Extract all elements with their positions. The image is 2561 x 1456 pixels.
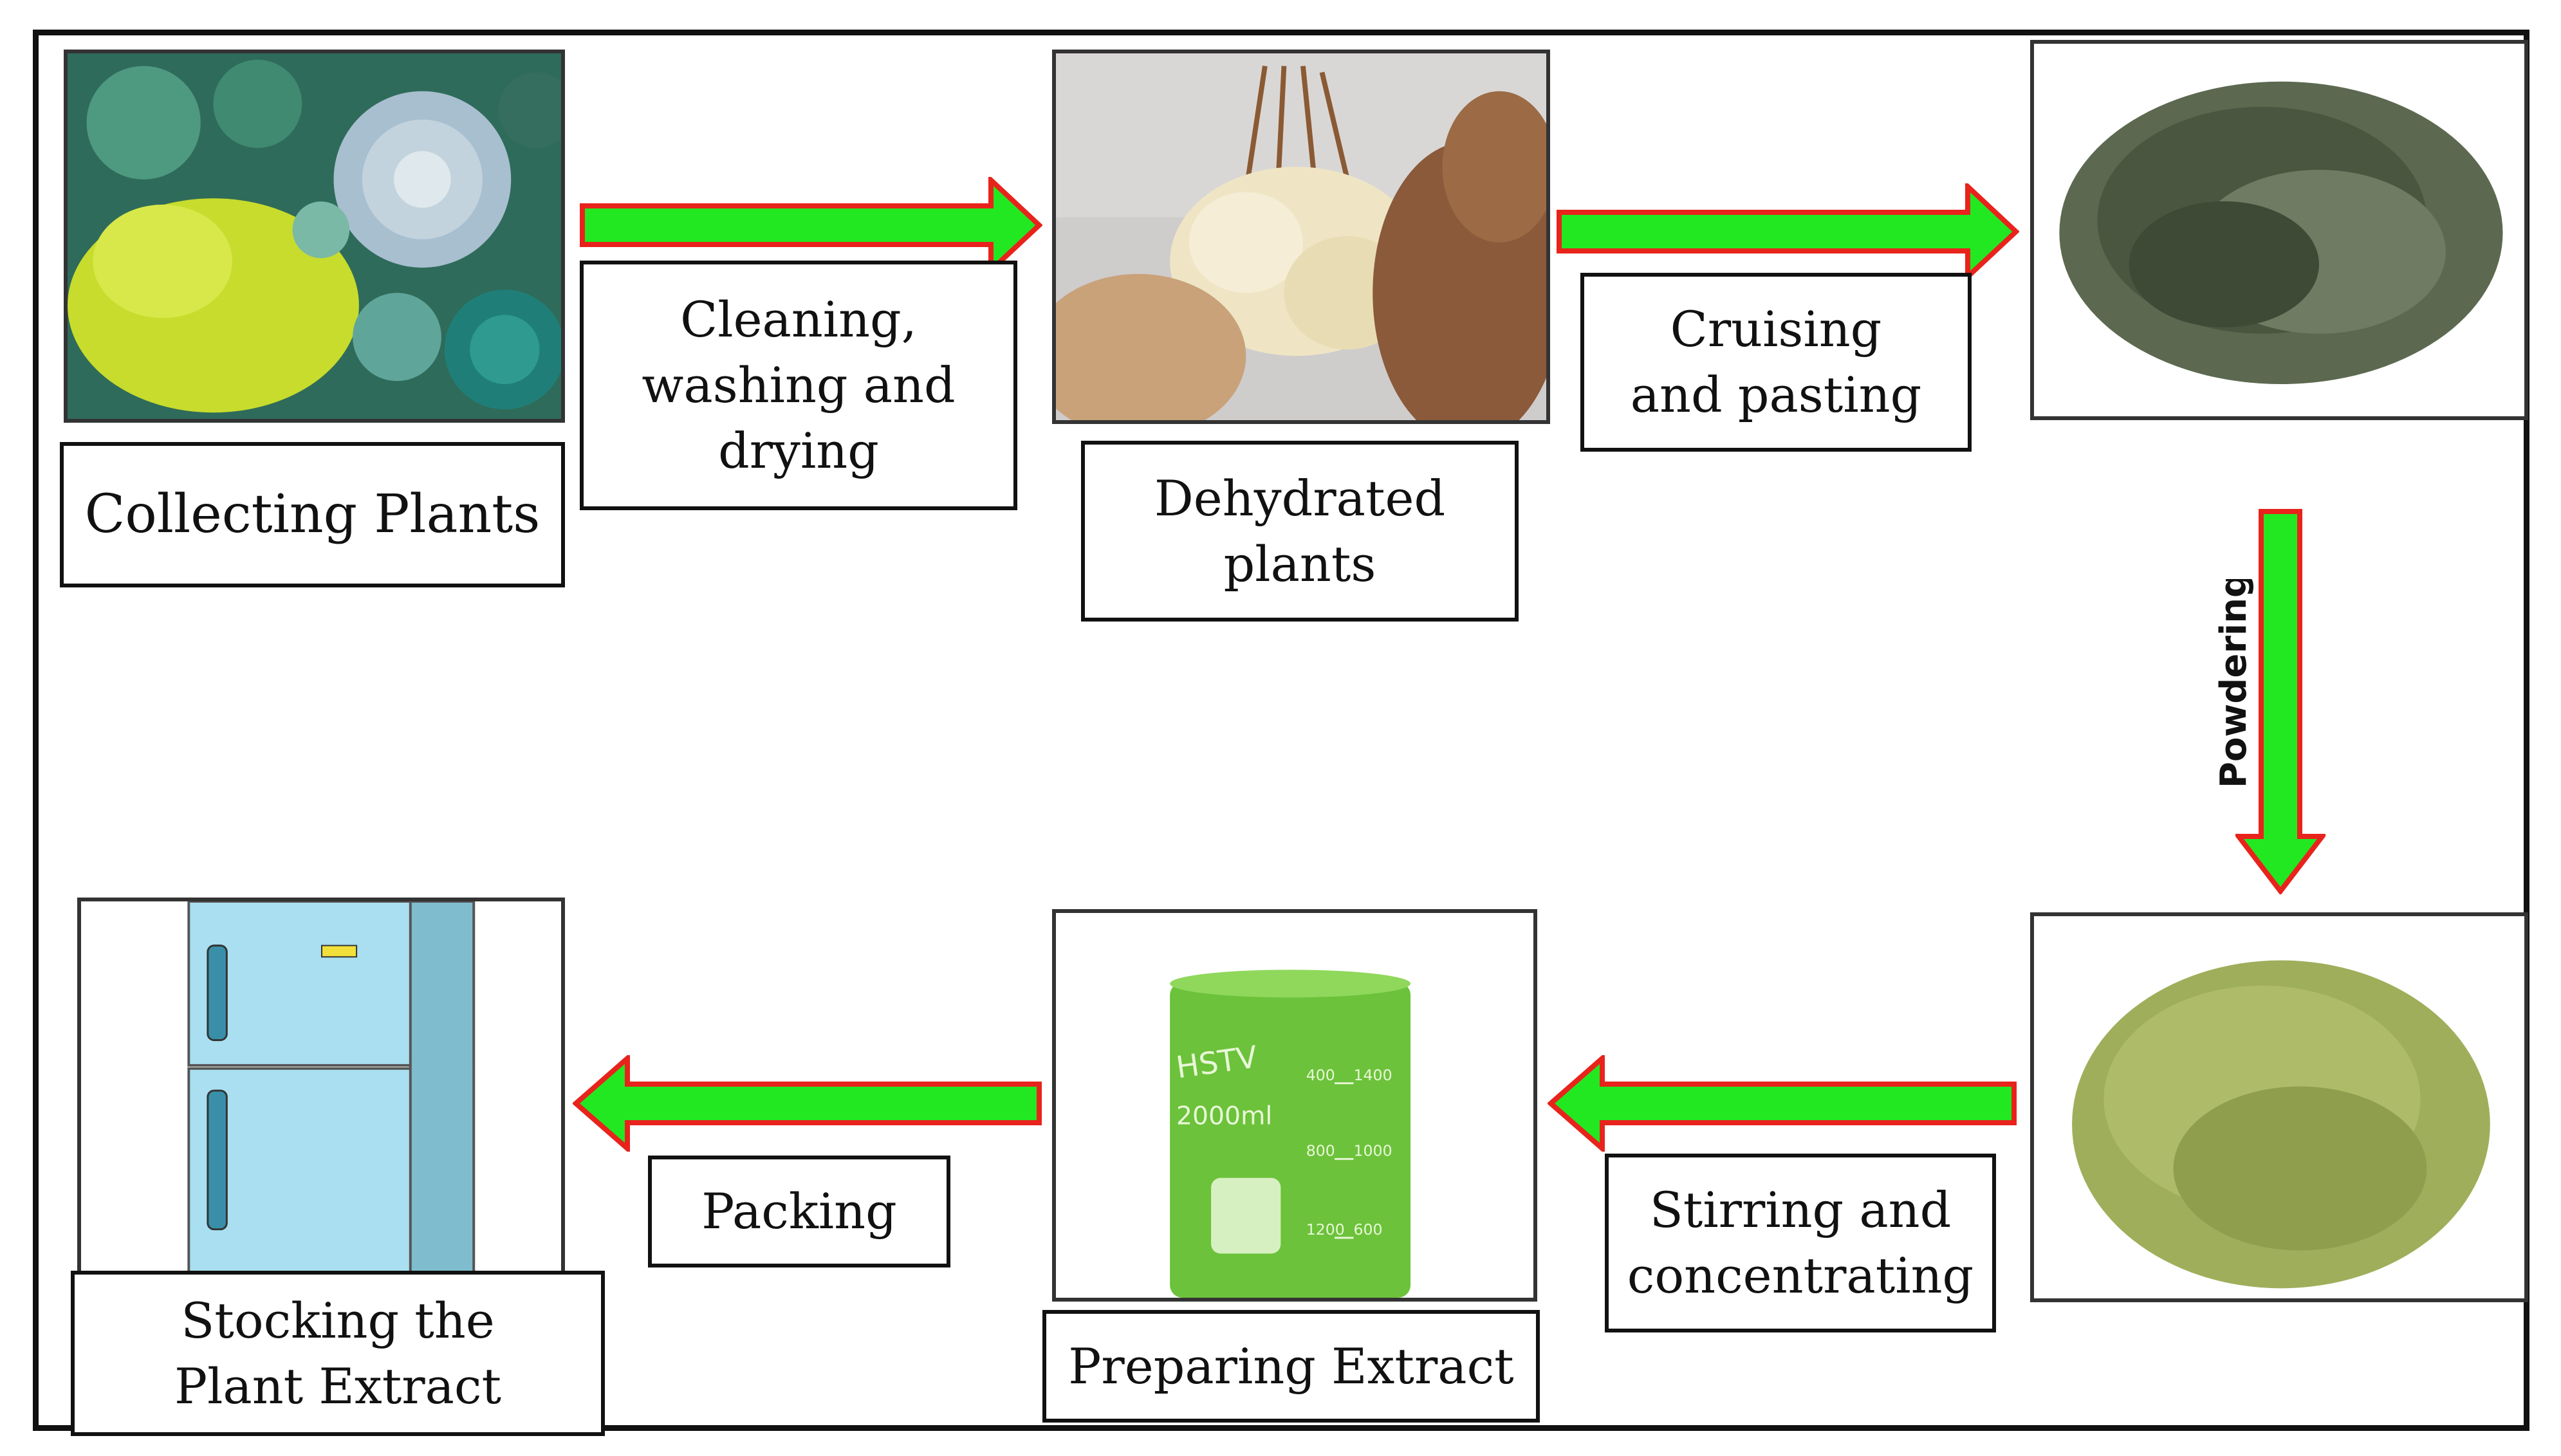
label-stirring: Stirring and concentrating bbox=[1605, 1154, 1996, 1332]
svg-text:Powdering: Powdering bbox=[2213, 579, 2255, 788]
arrow-right-1 bbox=[580, 177, 1042, 273]
beaker-mark: 1200 bbox=[1306, 1221, 1345, 1239]
dried-leaves-photo bbox=[2030, 40, 2528, 420]
beaker-mark: 800 bbox=[1306, 1141, 1335, 1159]
arrow-left-1 bbox=[1548, 1055, 2017, 1152]
beaker-photo: HSTV 2000ml 400 1400 800 1000 1200 600 bbox=[1052, 909, 1537, 1302]
label-dehydrated-plants: Dehydrated plants bbox=[1081, 441, 1519, 622]
label-preparing-extract: Preparing Extract bbox=[1042, 1310, 1540, 1423]
diagram-frame bbox=[33, 30, 2529, 1431]
label-stocking: Stocking the Plant Extract bbox=[71, 1271, 605, 1436]
label-cleaning: Cleaning, washing and drying bbox=[580, 261, 1017, 510]
beaker-mark: 1400 bbox=[1354, 1066, 1392, 1084]
powdering-label: Powdering bbox=[2213, 579, 2255, 788]
beaker-mark: 1000 bbox=[1354, 1141, 1392, 1159]
refrigerator-photo bbox=[77, 898, 565, 1287]
beaker-volume: 2000ml bbox=[1176, 1101, 1272, 1130]
arrow-right-2 bbox=[1557, 183, 2019, 280]
beaker-mark: 600 bbox=[1354, 1221, 1383, 1239]
green-powder-photo bbox=[2030, 912, 2528, 1302]
label-packing: Packing bbox=[648, 1156, 950, 1267]
arrow-down-powdering bbox=[2235, 509, 2325, 894]
label-collecting-plants: Collecting Plants bbox=[60, 442, 565, 587]
label-cruising: Cruising and pasting bbox=[1580, 273, 1972, 452]
beaker-mark: 400 bbox=[1306, 1066, 1335, 1084]
dried-flowers-photo bbox=[1052, 50, 1550, 424]
arrow-left-2 bbox=[573, 1055, 1042, 1152]
plants-photo bbox=[64, 50, 565, 423]
